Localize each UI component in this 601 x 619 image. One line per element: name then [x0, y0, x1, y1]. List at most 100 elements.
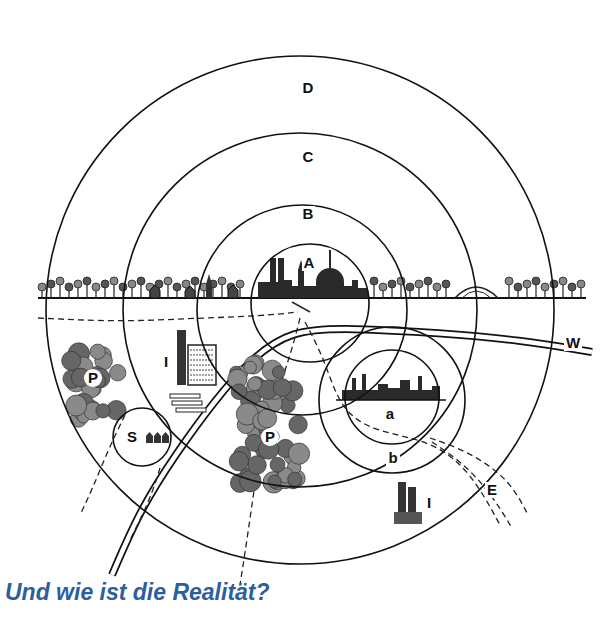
tree-stem	[562, 284, 563, 298]
tree-stem	[50, 287, 51, 298]
tree	[101, 280, 109, 288]
park-tree	[272, 366, 285, 379]
industry-building	[177, 330, 186, 385]
tree	[110, 277, 118, 285]
town-ground	[336, 399, 446, 401]
window-row	[190, 380, 214, 381]
industry-building	[394, 512, 422, 524]
tree	[236, 280, 244, 288]
park-tree	[289, 415, 307, 433]
bridge	[292, 302, 310, 312]
circle-outline	[319, 327, 465, 473]
tree	[415, 280, 423, 288]
tree-stem	[131, 287, 132, 298]
window-row	[190, 350, 214, 351]
satellite-ring: ba	[318, 326, 466, 474]
tree	[173, 283, 181, 291]
dashed-route	[130, 468, 160, 540]
tree-stem	[418, 287, 419, 298]
tree	[523, 280, 531, 288]
river-label: W	[564, 335, 582, 352]
tree	[191, 277, 199, 285]
tree-stem	[113, 284, 114, 298]
zone-letter: A	[302, 255, 317, 272]
zone-letter: D	[301, 80, 316, 97]
circle-outline	[46, 56, 554, 564]
tree	[38, 283, 46, 291]
circle-outline	[345, 350, 439, 444]
slide-question: Und wie ist die Realität?	[5, 579, 270, 607]
tree	[74, 280, 82, 288]
tree-stem	[526, 287, 527, 298]
tree-stem	[391, 287, 392, 298]
tree-stem	[239, 287, 240, 298]
tree	[65, 283, 73, 291]
zone-letter: S	[125, 429, 139, 446]
park-tree	[244, 356, 262, 374]
park-tree	[90, 344, 105, 359]
park-tree	[244, 361, 257, 374]
park-tree	[288, 443, 309, 464]
tree	[433, 283, 441, 291]
park-tree	[248, 377, 262, 391]
tree	[514, 283, 522, 291]
tree-stem	[59, 284, 60, 298]
tree	[370, 277, 378, 285]
tree	[532, 277, 540, 285]
zone-circle: DCBAbaS	[45, 55, 555, 565]
tree-stem	[212, 287, 213, 298]
tree	[83, 277, 91, 285]
window-row	[190, 365, 214, 366]
tree-stem	[373, 284, 374, 298]
tree	[388, 280, 396, 288]
house	[150, 285, 160, 298]
circle-outline	[123, 133, 477, 487]
dome-spire	[329, 250, 331, 268]
tree-stem	[104, 287, 105, 298]
tree	[424, 277, 432, 285]
tree	[550, 280, 558, 288]
river-inner	[112, 329, 592, 575]
park-tree	[273, 379, 291, 397]
tree-stem	[400, 284, 401, 298]
park-label: P	[84, 369, 102, 387]
river	[112, 329, 592, 575]
church	[206, 274, 212, 298]
window-row	[190, 355, 214, 356]
dashed-route	[38, 312, 298, 321]
park-tree	[62, 351, 81, 370]
park-tree	[229, 451, 248, 470]
tree	[56, 277, 64, 285]
tree	[505, 277, 513, 285]
tree	[218, 277, 226, 285]
house	[162, 432, 169, 443]
industry-label: I	[425, 495, 433, 512]
tree-stem	[445, 287, 446, 298]
circle-outline	[197, 205, 407, 415]
window-row	[190, 370, 214, 371]
park-tree	[110, 365, 126, 381]
tree	[559, 277, 567, 285]
core-circle: A	[250, 243, 370, 363]
park-tree	[270, 457, 285, 472]
circle-outline	[45, 55, 555, 565]
circle-outline	[113, 408, 171, 466]
satellite-circle: a	[344, 349, 440, 445]
illustration	[38, 250, 592, 585]
tree	[379, 283, 387, 291]
park-tree	[248, 456, 267, 475]
shed	[170, 394, 200, 398]
tree-stem	[580, 287, 581, 298]
circle-outline	[122, 132, 478, 488]
house	[146, 432, 153, 443]
park-tree	[66, 395, 87, 416]
zone-circle: BA	[196, 204, 408, 416]
park-label: P	[261, 428, 279, 446]
tree	[442, 280, 450, 288]
tree	[92, 283, 100, 291]
shed	[176, 408, 206, 412]
tree	[541, 283, 549, 291]
tree-stem	[167, 284, 168, 298]
dashed-route	[305, 322, 500, 525]
